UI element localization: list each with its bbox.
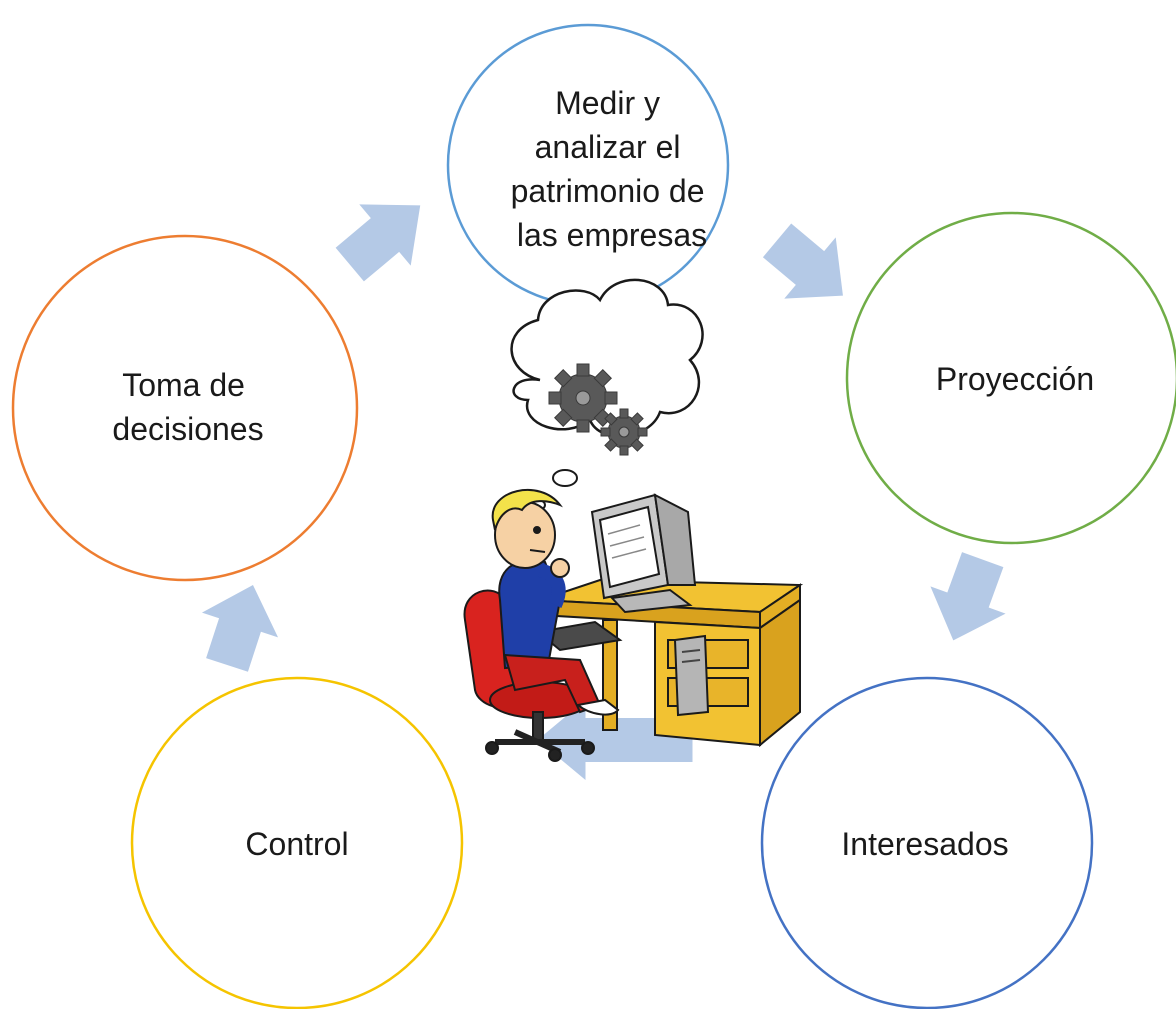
- center-illustration: [463, 278, 804, 762]
- node-proyeccion-circle: [845, 211, 1176, 545]
- arrow-proyeccion-to-interesados: [930, 552, 1006, 641]
- node-control-label: Control: [245, 826, 348, 862]
- node-medir-circle: [446, 23, 730, 307]
- node-control: Control: [130, 676, 464, 1009]
- arrow-interesados-to-control: [537, 700, 693, 780]
- node-toma: Toma de decisiones: [11, 234, 359, 582]
- person: [491, 489, 620, 716]
- arrow-medir-to-proyeccion: [762, 223, 843, 299]
- node-control-circle: [130, 676, 464, 1009]
- node-medir-label: Medir y analizar el patrimonio de las em…: [511, 85, 714, 253]
- node-proyeccion-label: Proyección: [936, 361, 1094, 397]
- node-interesados-circle: [760, 676, 1094, 1009]
- cycle-arrows: [201, 204, 1006, 780]
- node-proyeccion: Proyección: [845, 211, 1176, 545]
- gears-icon: [548, 363, 648, 456]
- node-medir: Medir y analizar el patrimonio de las em…: [446, 23, 730, 307]
- node-toma-label: Toma de decisiones: [112, 367, 263, 447]
- computer-icon: [590, 493, 710, 717]
- arrow-toma-to-medir: [335, 204, 421, 282]
- node-interesados-label: Interesados: [841, 826, 1008, 862]
- arrow-control-to-toma: [201, 585, 279, 672]
- node-interesados: Interesados: [760, 676, 1094, 1009]
- node-toma-circle: [11, 234, 359, 582]
